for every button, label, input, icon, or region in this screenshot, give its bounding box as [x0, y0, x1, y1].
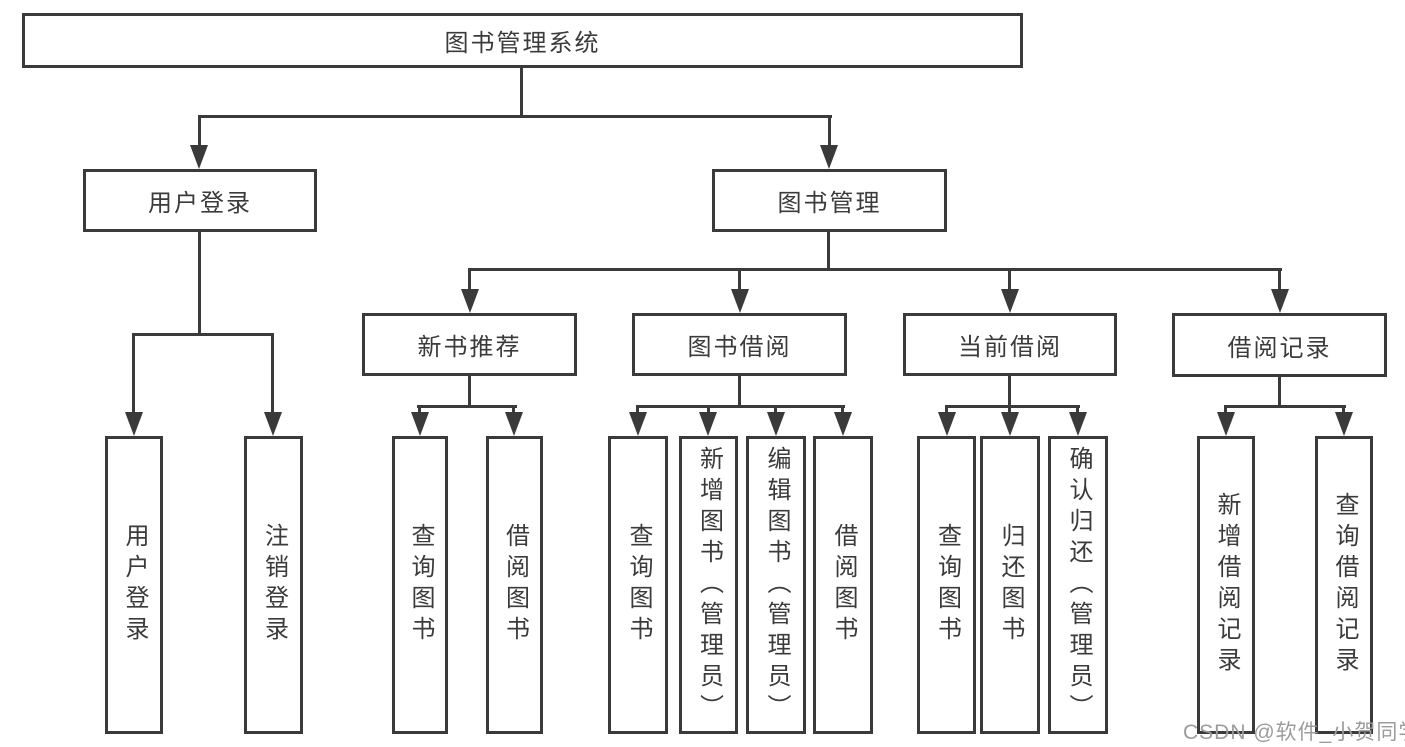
connector-borrowing-drop-2 [707, 405, 710, 416]
connector-newbook-drop-2 [512, 405, 515, 416]
arrow-down-icon [264, 412, 282, 436]
node-root-label: 图书管理系统 [444, 30, 601, 57]
leaf-borrowing-add-label: 新增图书（管理员） [695, 445, 723, 725]
leaf-current-confirm-label: 确认归还（管理员） [1065, 445, 1092, 725]
connector-userlogin-stem [198, 231, 201, 335]
leaf-newbook-query: 查询图书 [392, 436, 448, 734]
connector-borrowing-stem [738, 375, 741, 408]
connector-current-bar [945, 405, 1080, 408]
watermark: CSDN @软件_小贺同学 [1183, 721, 1405, 744]
arrow-down-icon [411, 412, 429, 436]
connector-newbook-bar [417, 405, 517, 408]
connector-root-drop-left [198, 115, 201, 149]
leaf-user-login-label: 用户登录 [121, 523, 148, 647]
leaf-newbook-borrow-label: 借阅图书 [501, 523, 529, 647]
node-book-mgmt: 图书管理 [712, 169, 947, 232]
leaf-records-query: 查询借阅记录 [1315, 436, 1373, 734]
arrow-down-icon [1271, 289, 1289, 313]
arrow-down-icon [938, 412, 956, 436]
leaf-current-query: 查询图书 [917, 436, 976, 734]
arrow-down-icon [731, 289, 749, 313]
node-current-borrow: 当前借阅 [903, 313, 1117, 376]
leaf-borrowing-edit: 编辑图书（管理员） [746, 436, 806, 734]
leaf-borrowing-borrow: 借阅图书 [813, 436, 873, 734]
connector-records-drop-1 [1224, 405, 1227, 416]
node-current-borrow-label: 当前借阅 [958, 334, 1062, 361]
leaf-logout-label: 注销登录 [260, 523, 288, 647]
arrow-down-icon [1069, 412, 1087, 436]
connector-current-drop-3 [1076, 405, 1079, 416]
connector-root-bar [198, 115, 832, 118]
arrow-down-icon [1001, 289, 1019, 313]
leaf-current-return: 归还图书 [980, 436, 1040, 734]
connector-records-stem [1278, 375, 1281, 408]
leaf-newbook-borrow: 借阅图书 [486, 436, 543, 734]
connector-root-stem [520, 67, 523, 117]
node-new-book: 新书推荐 [362, 313, 577, 376]
arrow-down-icon [767, 412, 785, 436]
leaf-borrowing-borrow-label: 借阅图书 [830, 523, 857, 647]
node-new-book-label: 新书推荐 [417, 334, 522, 361]
arrow-down-icon [699, 412, 717, 436]
node-borrowing: 图书借阅 [632, 313, 847, 376]
arrow-down-icon [125, 412, 143, 436]
connector-bookmgmt-drop-2 [738, 268, 741, 292]
connector-bookmgmt-drop-3 [1008, 268, 1011, 292]
connector-current-stem [1008, 375, 1011, 408]
leaf-current-return-label: 归还图书 [997, 523, 1024, 647]
connector-bookmgmt-stem [827, 231, 830, 271]
arrow-down-icon [1335, 412, 1353, 436]
connector-borrowing-drop-4 [841, 405, 844, 416]
node-book-mgmt-label: 图书管理 [777, 190, 882, 217]
leaf-records-query-label: 查询借阅记录 [1331, 492, 1358, 678]
arrow-down-icon [820, 145, 838, 169]
leaf-records-add: 新增借阅记录 [1197, 436, 1255, 734]
connector-bookmgmt-drop-1 [468, 268, 471, 292]
arrow-down-icon [834, 412, 852, 436]
leaf-borrowing-add: 新增图书（管理员） [679, 436, 738, 734]
node-borrow-records: 借阅记录 [1172, 313, 1387, 377]
connector-current-drop-2 [1008, 405, 1011, 416]
connector-borrowing-drop-1 [636, 405, 639, 416]
connector-newbook-stem [468, 375, 471, 408]
leaf-borrowing-query: 查询图书 [608, 436, 668, 734]
node-borrow-records-label: 借阅记录 [1227, 334, 1332, 362]
node-user-login: 用户登录 [83, 169, 317, 232]
connector-borrowing-bar [636, 405, 845, 408]
connector-userlogin-drop-2 [271, 333, 274, 413]
connector-bookmgmt-drop-4 [1278, 268, 1281, 292]
connector-borrowing-drop-3 [774, 405, 777, 416]
connector-root-drop-right [828, 115, 831, 149]
arrow-down-icon [1001, 412, 1019, 436]
arrow-down-icon [505, 412, 523, 436]
arrow-down-icon [461, 289, 479, 313]
node-user-login-label: 用户登录 [148, 190, 252, 217]
connector-newbook-drop-1 [418, 405, 421, 416]
connector-records-drop-2 [1342, 405, 1345, 416]
leaf-borrowing-edit-label: 编辑图书（管理员） [763, 445, 790, 725]
node-borrowing-label: 图书借阅 [687, 334, 792, 361]
leaf-current-confirm: 确认归还（管理员） [1048, 436, 1108, 734]
connector-userlogin-drop-1 [132, 333, 135, 413]
leaf-current-query-label: 查询图书 [933, 523, 961, 647]
arrow-down-icon [1217, 412, 1235, 436]
connector-current-drop-1 [945, 405, 948, 416]
connector-bookmgmt-bar [468, 268, 1282, 271]
leaf-logout: 注销登录 [244, 436, 303, 734]
leaf-newbook-query-label: 查询图书 [407, 523, 434, 647]
connector-records-bar [1224, 405, 1346, 408]
leaf-borrowing-query-label: 查询图书 [625, 523, 652, 647]
connector-userlogin-bar [132, 333, 274, 336]
arrow-down-icon [190, 145, 208, 169]
arrow-down-icon [629, 412, 647, 436]
leaf-user-login: 用户登录 [105, 436, 163, 734]
leaf-records-add-label: 新增借阅记录 [1213, 492, 1240, 678]
node-root: 图书管理系统 [22, 13, 1023, 68]
